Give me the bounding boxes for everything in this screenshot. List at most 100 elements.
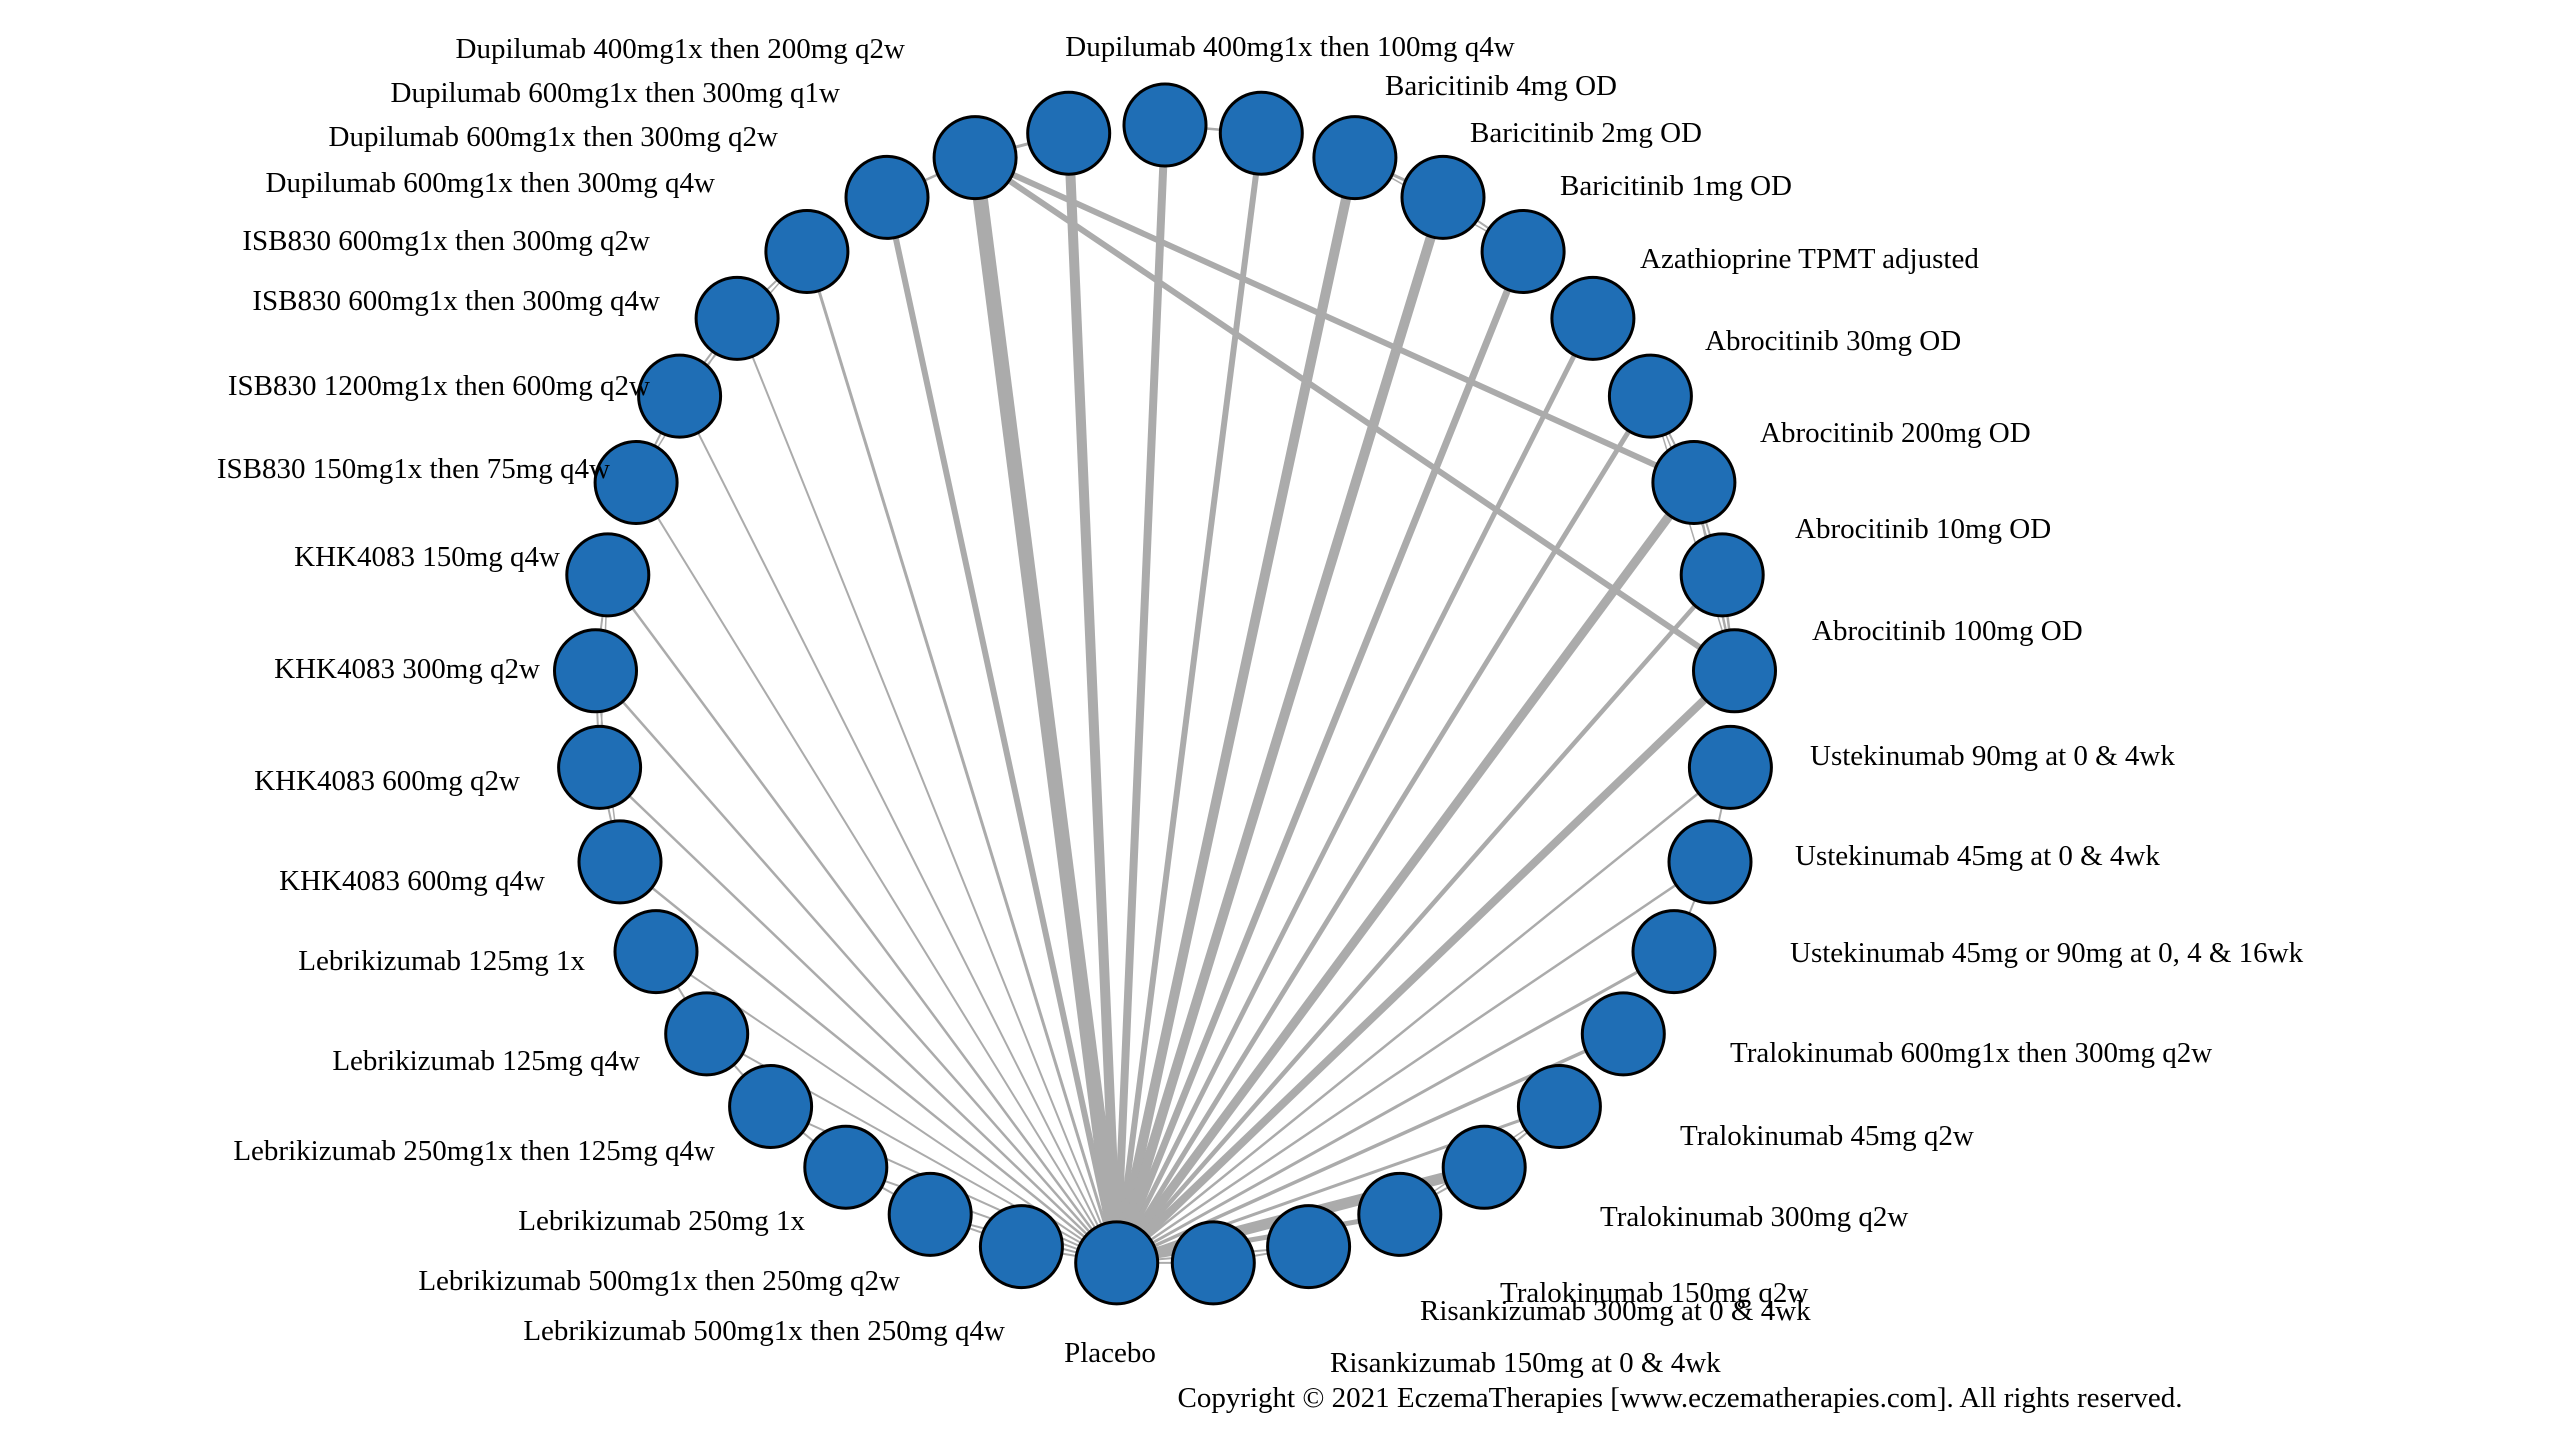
treatment-label: Tralokinumab 150mg q2w (1500, 1277, 1808, 1309)
treatment-node (553, 628, 638, 714)
comparison-edge (1115, 573, 1724, 1265)
treatment-node (1074, 1220, 1160, 1306)
treatment-label: Tralokinumab 45mg q2w (1680, 1120, 1974, 1152)
comparison-edge (1113, 667, 1738, 1266)
treatment-label: KHK4083 600mg q2w (254, 765, 520, 797)
copyright-notice: Copyright © 2021 EczemaTherapies [www.ec… (1177, 1382, 2183, 1414)
treatment-node (803, 1124, 889, 1210)
comparison-edge (1115, 950, 1675, 1265)
comparison-edge (1112, 124, 1169, 1264)
treatment-node (1266, 1204, 1352, 1290)
comparison-edge (594, 669, 1118, 1264)
treatment-node (1692, 628, 1777, 714)
treatment-label: Azathioprine TPMT adjusted (1640, 243, 1979, 275)
comparison-edge (1111, 195, 1448, 1265)
treatment-node (1679, 532, 1765, 618)
treatment-label: Lebrikizumab 250mg 1x (518, 1205, 805, 1237)
comparison-edge (973, 154, 1696, 486)
treatment-label: Baricitinib 4mg OD (1385, 70, 1617, 102)
treatment-node (1667, 819, 1753, 905)
treatment-node (557, 724, 643, 810)
treatment-node (1400, 154, 1486, 240)
treatment-node (932, 115, 1018, 201)
treatment-label: Abrocitinib 30mg OD (1705, 325, 1961, 357)
treatment-label: Abrocitinib 10mg OD (1795, 513, 2051, 545)
comparison-edge (1114, 394, 1653, 1265)
treatment-node (565, 532, 651, 618)
treatment-label: Risankizumab 300mg at 0 & 4wk (1420, 1295, 1811, 1327)
treatment-label: Risankizumab 150mg at 0 & 4wk (1330, 1347, 1721, 1379)
comparison-edge (973, 155, 1737, 674)
treatment-node (664, 991, 750, 1077)
treatment-label: ISB830 150mg1x then 75mg q4w (217, 453, 610, 485)
treatment-label: Lebrikizumab 125mg 1x (298, 945, 585, 977)
treatment-label: Dupilumab 600mg1x then 300mg q4w (266, 167, 716, 199)
treatment-label: Ustekinumab 90mg at 0 & 4wk (1810, 740, 2175, 772)
treatment-node (593, 440, 679, 525)
treatment-label: Ustekinumab 45mg at 0 & 4wk (1795, 840, 2160, 872)
comparison-edge (845, 1166, 1118, 1264)
comparison-edge (1115, 766, 1732, 1264)
treatment-node (694, 275, 780, 361)
treatment-node (1631, 909, 1717, 995)
treatment-label: Dupilumab 400mg1x then 100mg q4w (1065, 31, 1515, 63)
treatment-label: Abrocitinib 100mg OD (1812, 615, 2083, 647)
treatment-label: Ustekinumab 45mg or 90mg at 0, 4 & 16wk (1790, 937, 2304, 969)
comparison-edge (1063, 132, 1122, 1264)
comparison-edge (967, 156, 1125, 1264)
treatment-node (1170, 1220, 1256, 1306)
treatment-label: Dupilumab 600mg1x then 300mg q1w (391, 77, 841, 109)
treatment-label: KHK4083 300mg q2w (274, 653, 540, 685)
treatment-node (887, 1171, 973, 1257)
treatment-node (728, 1064, 814, 1149)
treatment-node (577, 819, 663, 905)
treatment-label: ISB830 1200mg1x then 600mg q2w (228, 370, 650, 402)
treatment-node (1218, 90, 1304, 176)
treatment-label: ISB830 600mg1x then 300mg q4w (252, 285, 660, 317)
treatment-node (978, 1204, 1064, 1290)
comparison-edge (736, 318, 1118, 1264)
treatment-node (1607, 353, 1693, 439)
treatment-node (844, 154, 930, 240)
treatment-node (1687, 724, 1773, 810)
treatment-node (764, 209, 850, 294)
treatment-label: Tralokinumab 300mg q2w (1600, 1201, 1908, 1233)
treatment-node (637, 353, 723, 439)
treatment-label: ISB830 600mg1x then 300mg q2w (242, 225, 650, 257)
treatment-node (1580, 991, 1666, 1077)
treatment-node (1026, 90, 1112, 176)
treatment-node (1516, 1064, 1602, 1149)
comparison-edge (1649, 395, 1736, 672)
treatment-node (1357, 1171, 1443, 1257)
comparison-edge (1113, 250, 1527, 1265)
treatment-label: Dupilumab 400mg1x then 200mg q2w (456, 33, 906, 65)
treatment-label: KHK4083 150mg q4w (294, 541, 560, 573)
treatment-label: Placebo (1064, 1337, 1156, 1369)
treatment-node (1550, 275, 1636, 361)
treatment-node (1122, 82, 1208, 168)
treatment-node (1651, 440, 1737, 525)
treatment-node (1480, 209, 1566, 294)
comparison-edge (1116, 1211, 1401, 1266)
treatment-label: Lebrikizumab 500mg1x then 250mg q2w (418, 1265, 900, 1297)
comparison-edge (635, 481, 1118, 1264)
comparison-edge (619, 860, 1118, 1264)
comparison-edge (1111, 156, 1360, 1264)
treatment-label: Baricitinib 2mg OD (1470, 117, 1702, 149)
comparison-edge (1113, 132, 1265, 1264)
treatment-label: Tralokinumab 600mg1x then 300mg q2w (1730, 1037, 2212, 1069)
comparison-edge (805, 251, 1119, 1264)
comparison-edge (598, 766, 1118, 1264)
comparison-edge (884, 196, 1120, 1264)
treatment-label: Lebrikizumab 500mg1x then 250mg q4w (523, 1315, 1005, 1347)
treatment-label: Baricitinib 1mg OD (1560, 170, 1792, 202)
comparison-edge (678, 395, 1118, 1264)
treatment-label: Abrocitinib 200mg OD (1760, 417, 2031, 449)
treatment-label: Dupilumab 600mg1x then 300mg q2w (329, 121, 779, 153)
comparison-edge (1113, 479, 1698, 1266)
treatment-label: KHK4083 600mg q4w (279, 865, 545, 897)
comparison-edge (606, 574, 1118, 1264)
comparison-edge (1115, 860, 1711, 1264)
